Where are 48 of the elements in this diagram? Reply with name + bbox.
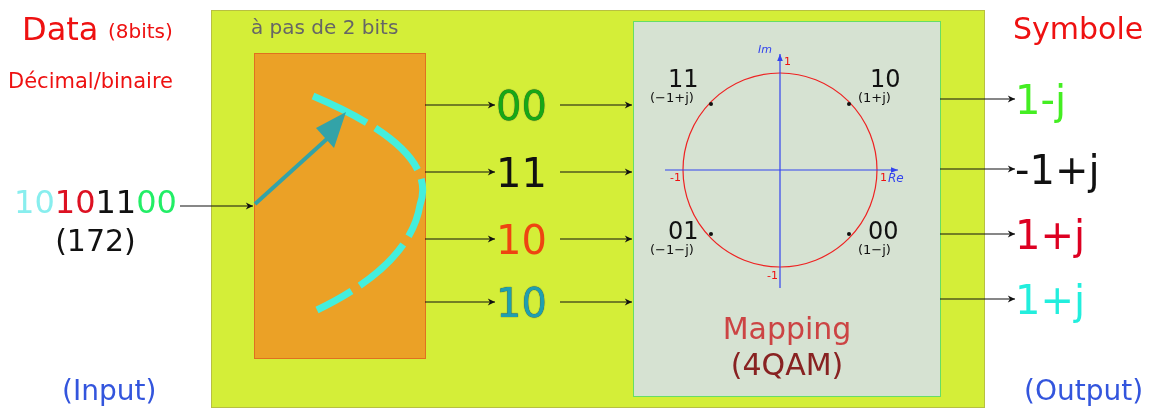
symbol-value: 1+j <box>1015 278 1085 322</box>
point-label: 10 <box>870 66 901 93</box>
bit-pair: 11 <box>496 151 548 195</box>
arrow <box>559 298 633 306</box>
box-title: à pas de 2 bits <box>251 16 399 38</box>
tick-label: 1 <box>784 56 791 69</box>
arrow <box>939 295 1016 303</box>
point-value: (−1−j) <box>650 243 694 258</box>
bit-pair: 00 <box>496 84 548 128</box>
tick-label: -1 <box>670 172 681 185</box>
point-value: (1−j) <box>858 243 891 258</box>
bit-string: 10101100 <box>13 185 178 221</box>
symbol-value: 1-j <box>1015 78 1067 122</box>
arrow <box>179 202 254 210</box>
tick-label: 1 <box>880 172 887 185</box>
axis-label: Im <box>758 44 772 57</box>
heading: Data <box>22 12 99 48</box>
arrow <box>424 168 496 176</box>
axis-label: Re <box>888 172 904 186</box>
heading-note: (8bits) <box>108 20 173 42</box>
side-caption: (Output) <box>1024 376 1144 407</box>
heading: Symbole <box>1013 12 1144 45</box>
arrow <box>559 235 633 243</box>
symbol-value: -1+j <box>1015 148 1101 192</box>
mapping-box <box>633 21 941 397</box>
point-value: (1+j) <box>858 91 891 106</box>
arrow <box>939 95 1016 103</box>
background-panel <box>211 10 985 408</box>
point-value: (−1+j) <box>650 91 694 106</box>
tick-label: -1 <box>767 270 778 283</box>
arrow <box>559 101 633 109</box>
box-title: Mapping <box>721 312 853 345</box>
symbol-value: 1+j <box>1015 213 1085 257</box>
decimal-value: (172) <box>54 224 137 258</box>
side-caption: (Input) <box>62 376 157 407</box>
subheading: Décimal/binaire <box>8 70 173 94</box>
arrow <box>424 235 496 243</box>
arrow <box>424 298 496 306</box>
arrow <box>939 230 1016 238</box>
point-label: 01 <box>668 218 699 245</box>
arrow <box>559 168 633 176</box>
box-subtitle: (4QAM) <box>729 348 845 381</box>
point-label: 11 <box>668 66 699 93</box>
arrow <box>424 101 496 109</box>
bit-pair: 10 <box>496 218 548 262</box>
bit-pair: 10 <box>496 281 548 325</box>
point-label: 00 <box>868 218 899 245</box>
arrow <box>939 165 1016 173</box>
